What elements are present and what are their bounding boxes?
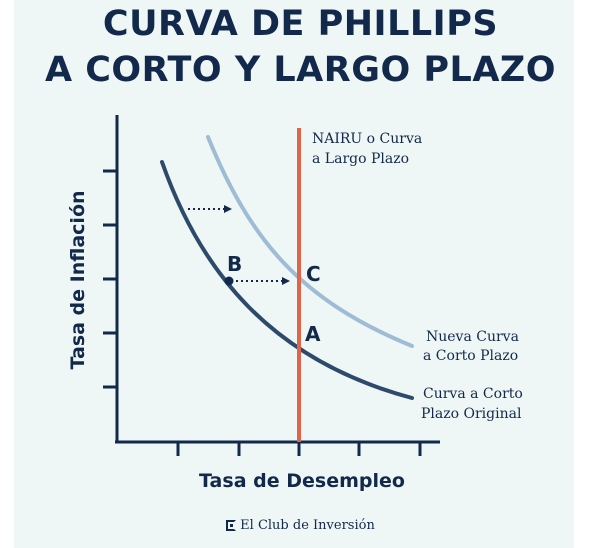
nairu-label-line-1: NAIRU o Curva xyxy=(312,131,422,147)
brand-logo-icon xyxy=(226,520,237,531)
footer-brand: El Club de Inversión xyxy=(240,518,375,533)
title-line-2: A CORTO Y LARGO PLAZO xyxy=(44,50,557,90)
y-ticks xyxy=(103,169,117,389)
new-short-curve-label-line-2: a Corto Plazo xyxy=(423,348,518,364)
original-curve-label-line-2: Plazo Original xyxy=(421,406,522,422)
nairu-label-line-2: a Largo Plazo xyxy=(312,151,409,167)
point-b-label: B xyxy=(227,252,242,276)
original-curve-label-line-1: Curva a Corto xyxy=(423,386,523,402)
y-axis-title: Tasa de Inflación xyxy=(67,190,89,369)
original-short-run-curve xyxy=(160,160,414,400)
x-ticks xyxy=(176,442,422,456)
title-line-1: CURVA DE PHILLIPS xyxy=(102,4,499,44)
x-axis-title: Tasa de Desempleo xyxy=(199,470,405,492)
new-short-run-curve xyxy=(206,135,414,348)
point-a-label: A xyxy=(305,322,321,346)
new-short-curve-label-line-1: Nueva Curva xyxy=(426,329,519,345)
point-b-marker xyxy=(224,276,234,286)
footer: El Club de Inversión xyxy=(0,518,601,533)
point-c-label: C xyxy=(306,262,321,286)
